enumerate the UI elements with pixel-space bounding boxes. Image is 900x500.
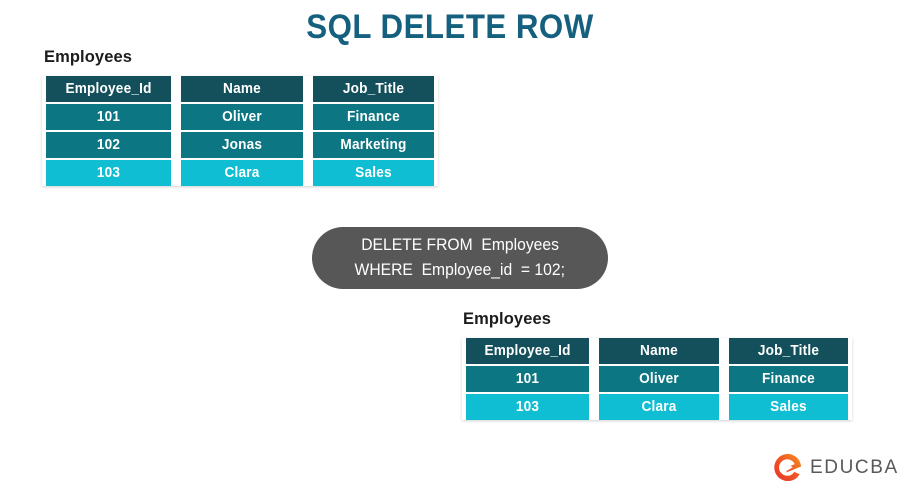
cell-employee-id: 103 [465, 393, 591, 420]
column-header-name: Name [597, 338, 722, 366]
educba-logo-text: EDUCBA [810, 456, 899, 478]
cell-job-title: Finance [311, 103, 435, 132]
cell-name: Oliver [597, 365, 722, 394]
educba-e-mark-icon [774, 453, 802, 482]
cell-name: Jonas [179, 131, 305, 160]
column-header-employee-id: Employee_Id [46, 76, 173, 104]
table-row: 101 Oliver Finance [42, 103, 438, 132]
before-table-caption: Employees [44, 48, 133, 66]
cell-name: Clara [179, 159, 305, 186]
page-title: SQL DELETE ROW [306, 8, 594, 46]
column-header-name: Name [179, 76, 305, 104]
sql-statement-box: DELETE FROM Employees WHERE Employee_id … [312, 227, 608, 289]
table-row: 103 Clara Sales [42, 159, 438, 186]
cell-employee-id: 101 [465, 365, 591, 394]
cell-name: Clara [597, 393, 722, 420]
cell-job-title: Sales [727, 393, 849, 420]
cell-job-title: Marketing [311, 131, 435, 160]
cell-employee-id: 102 [46, 131, 173, 160]
table-header-row: Employee_Id Name Job_Title [42, 76, 438, 104]
cell-job-title: Sales [311, 159, 435, 186]
column-header-job-title: Job_Title [727, 338, 849, 366]
table-row: 102 Jonas Marketing [42, 131, 438, 160]
cell-name: Oliver [179, 103, 305, 132]
educba-logo: EDUCBA [772, 452, 899, 483]
after-table-caption: Employees [463, 310, 552, 328]
table-row: 103 Clara Sales [462, 393, 852, 420]
before-table: Employee_Id Name Job_Title 101 Oliver Fi… [42, 76, 438, 186]
after-table: Employee_Id Name Job_Title 101 Oliver Fi… [462, 338, 852, 420]
sql-statement-line-2: WHERE Employee_id = 102; [354, 261, 566, 279]
sql-statement-line-1: DELETE FROM Employees [361, 236, 559, 254]
column-header-job-title: Job_Title [311, 76, 435, 104]
column-header-employee-id: Employee_Id [465, 338, 591, 366]
cell-employee-id: 103 [46, 159, 173, 186]
table-row: 101 Oliver Finance [462, 365, 852, 394]
cell-employee-id: 101 [46, 103, 173, 132]
cell-job-title: Finance [727, 365, 849, 394]
table-header-row: Employee_Id Name Job_Title [462, 338, 852, 366]
